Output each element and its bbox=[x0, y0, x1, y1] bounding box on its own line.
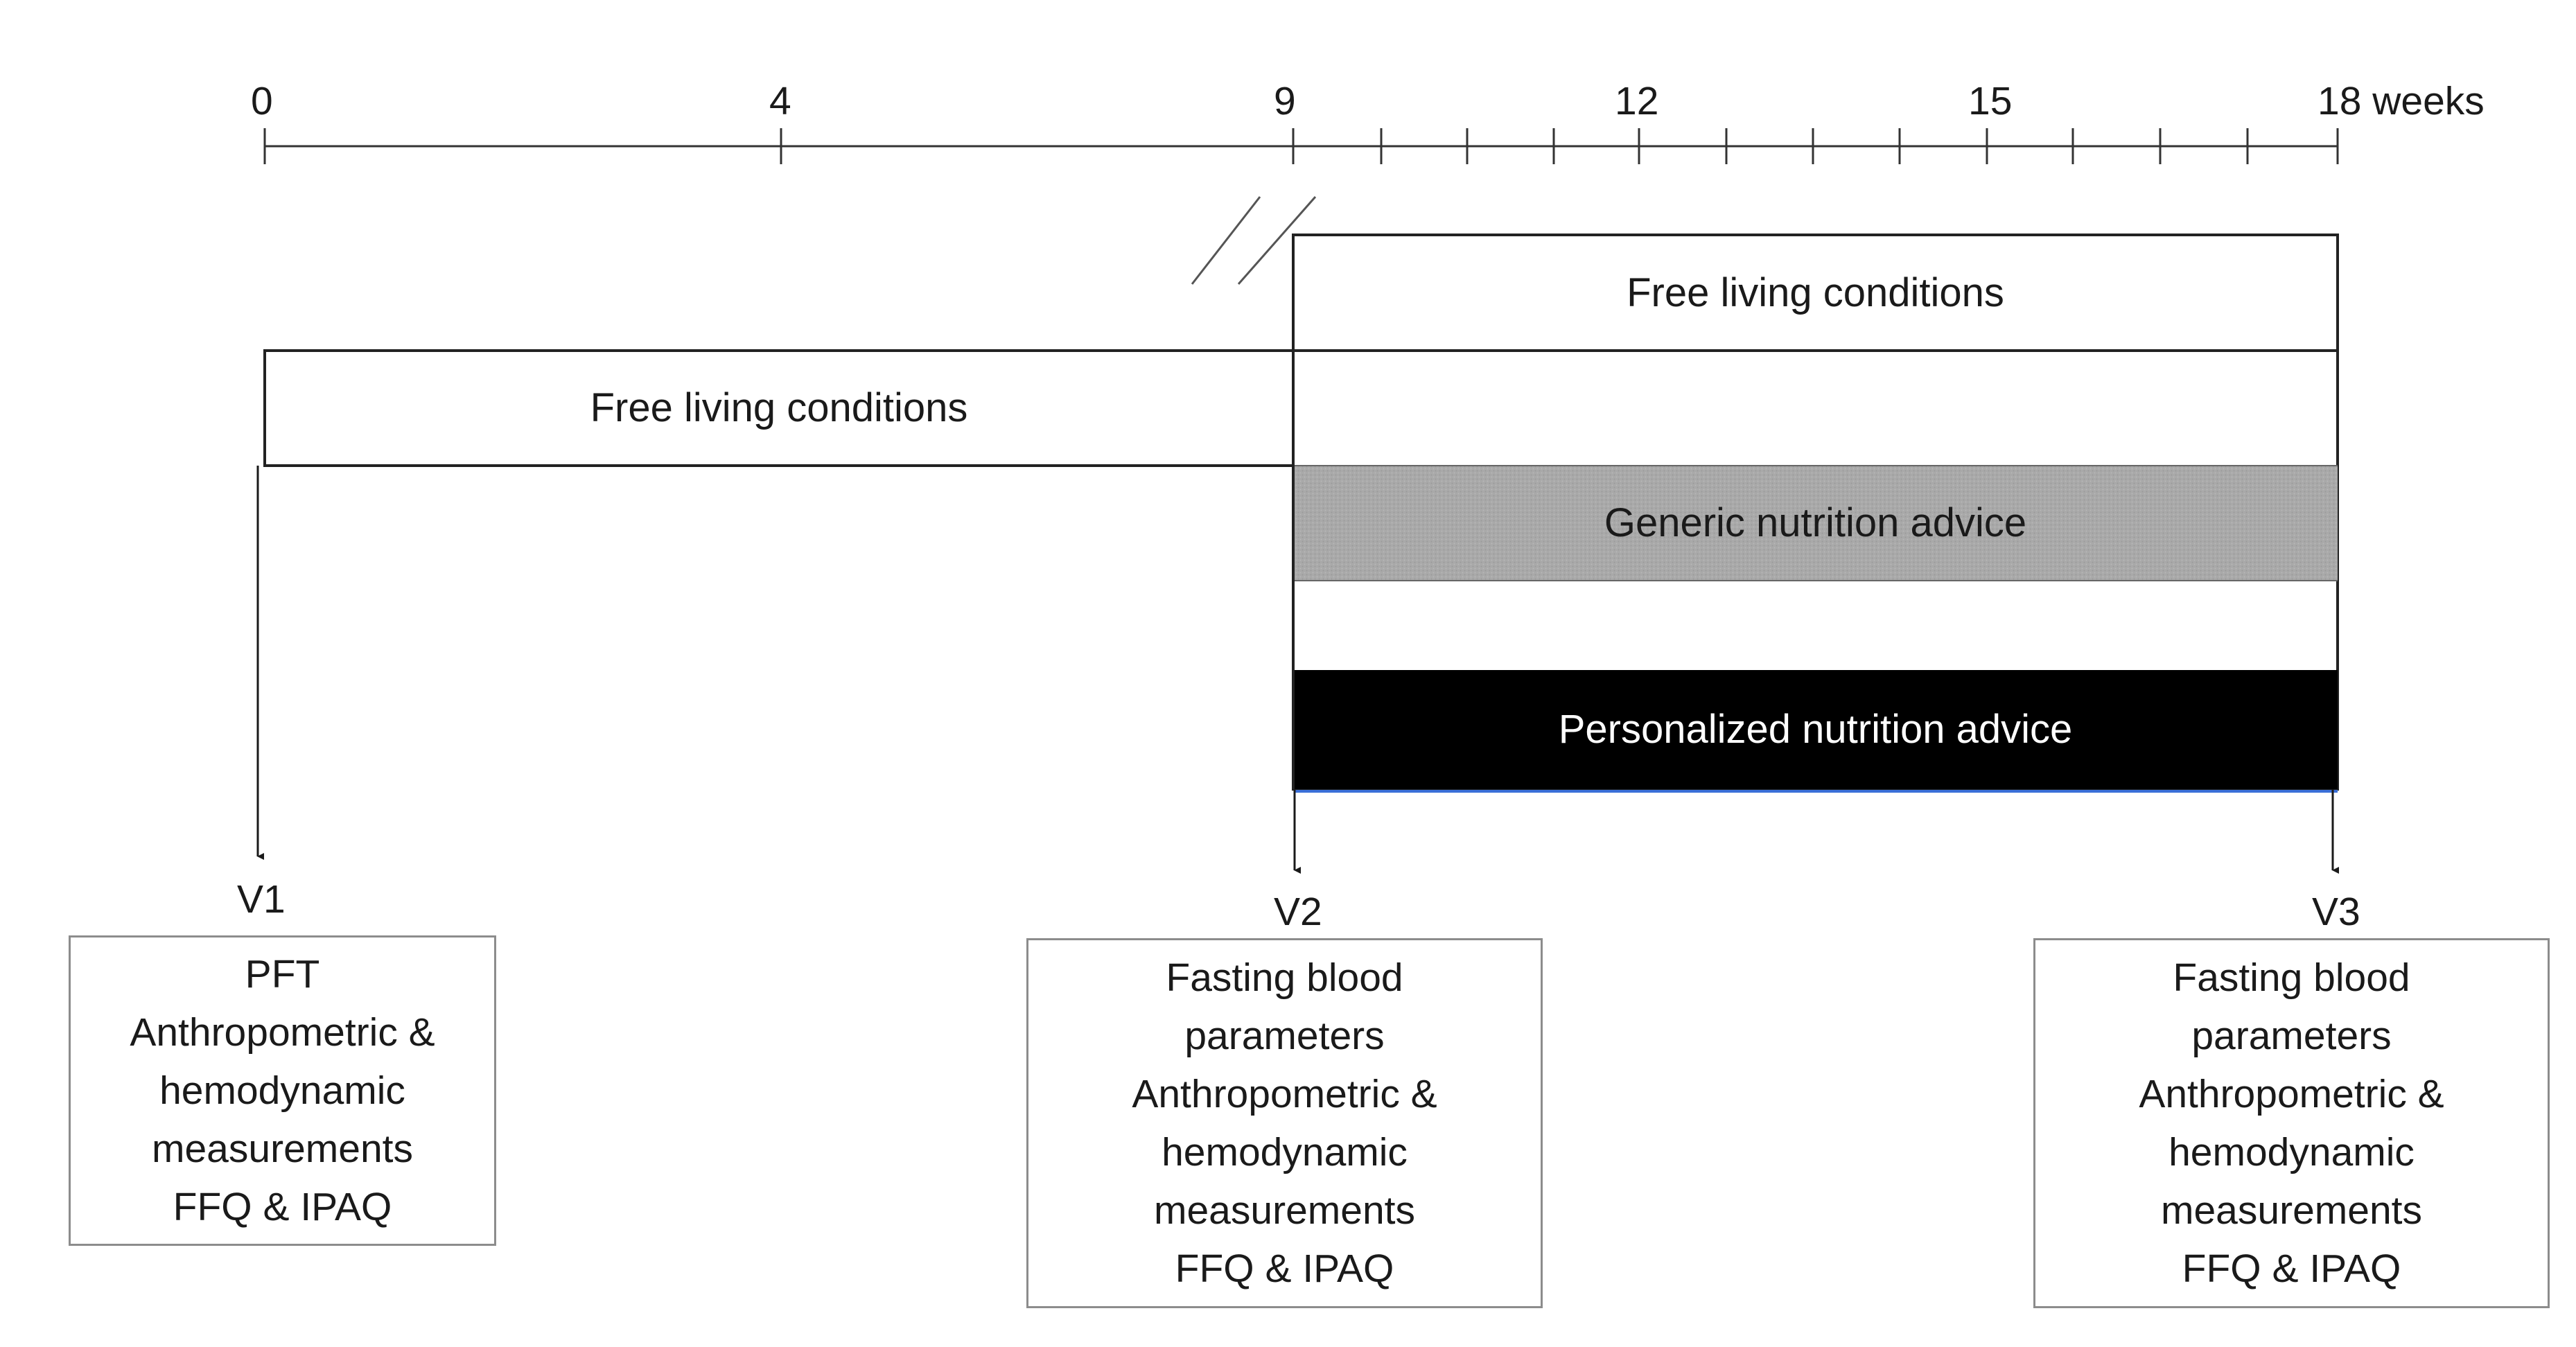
measurement-line: Anthropometric & bbox=[1132, 1072, 1437, 1116]
measurement-line: Fasting blood bbox=[2173, 956, 2410, 1000]
measurement-line: hemodynamic bbox=[1162, 1130, 1408, 1174]
measurement-line: hemodynamic bbox=[2168, 1130, 2415, 1174]
timeline-ticks bbox=[263, 128, 2339, 164]
measurement-line: FFQ & IPAQ bbox=[1175, 1247, 1394, 1291]
measurement-line: hemodynamic bbox=[159, 1068, 405, 1113]
axis-break-mark bbox=[1237, 196, 1317, 285]
measurement-line: FFQ & IPAQ bbox=[173, 1185, 392, 1229]
measurement-line: FFQ & IPAQ bbox=[2182, 1247, 2401, 1291]
measurement-line: PFT bbox=[245, 952, 320, 996]
visit-measurements-v1: PFT Anthropometric & hemodynamic measuremen… bbox=[69, 935, 496, 1246]
measurement-line: Anthropometric & bbox=[130, 1010, 435, 1055]
baseline-phase-box bbox=[263, 349, 1295, 467]
axis-break-mark bbox=[1191, 196, 1261, 285]
tick-label-12: 12 bbox=[1615, 79, 1659, 123]
tick-label-9: 9 bbox=[1274, 79, 1296, 123]
tick-label-4: 4 bbox=[769, 79, 791, 123]
measurement-line: Anthropometric & bbox=[2139, 1072, 2444, 1116]
measurement-line: measurements bbox=[1154, 1188, 1415, 1233]
visit-label-v2: V2 bbox=[1274, 890, 1322, 934]
measurement-line: measurements bbox=[152, 1127, 413, 1171]
baseline-phase-label: Free living conditions bbox=[590, 385, 968, 430]
personalized-advice-bar bbox=[1295, 670, 2338, 789]
visit-label-v1: V1 bbox=[237, 877, 286, 922]
tick-label-0: 0 bbox=[251, 79, 273, 123]
control-phase-label: Free living conditions bbox=[1627, 270, 2004, 315]
generic-advice-bar bbox=[1295, 466, 2338, 581]
generic-advice-label: Generic nutrition advice bbox=[1604, 500, 2027, 545]
measurement-line: parameters bbox=[2191, 1014, 2392, 1058]
personalized-advice-label: Personalized nutrition advice bbox=[1558, 707, 2073, 752]
visit-label-v3: V3 bbox=[2312, 890, 2360, 934]
tick-label-15: 15 bbox=[1968, 79, 2013, 123]
tick-label-18-weeks: 18 weeks bbox=[2317, 79, 2485, 123]
measurement-line: Fasting blood bbox=[1166, 956, 1403, 1000]
measurement-line: measurements bbox=[2161, 1188, 2422, 1233]
measurement-line: parameters bbox=[1184, 1014, 1385, 1058]
